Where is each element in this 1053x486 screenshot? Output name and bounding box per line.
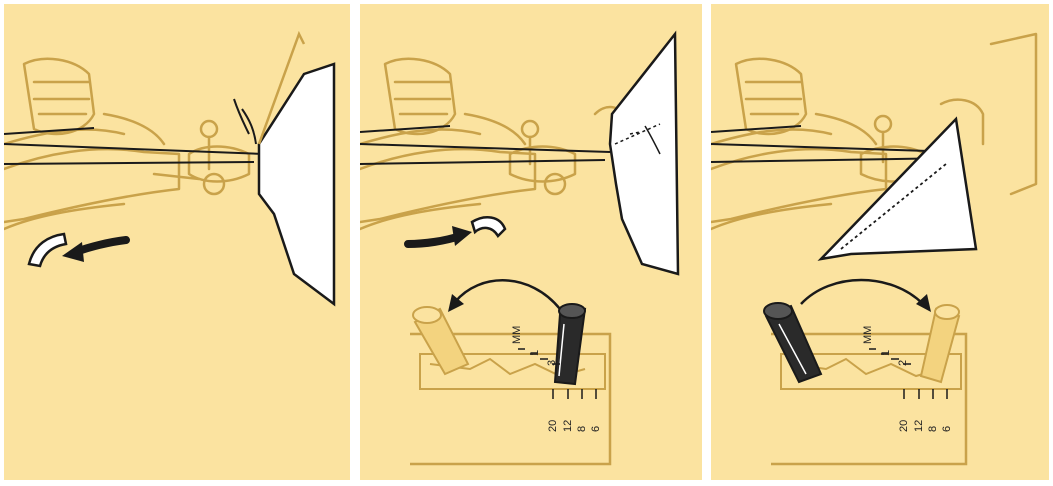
right-arrow-icon xyxy=(408,226,472,246)
divider-1 xyxy=(355,0,358,486)
lower-mark-1: 20 xyxy=(898,420,910,432)
upper-mark-1: 1 xyxy=(880,350,892,356)
machine-body xyxy=(4,59,249,229)
stitch-length-dial: MM 1 3 20 12 8 6 xyxy=(410,280,610,464)
arc-arrow-head xyxy=(916,294,931,312)
lower-scale-ticks xyxy=(553,389,596,399)
panel-3-illustration: MM 1 2 20 12 8 6 xyxy=(711,4,1049,480)
lever-faded xyxy=(413,307,468,374)
lower-mark-3: 8 xyxy=(927,426,939,432)
fabric-piece xyxy=(821,119,976,259)
lever-active xyxy=(764,303,821,382)
lower-scale-ticks xyxy=(904,389,947,399)
upper-mark-1: 1 xyxy=(529,350,541,356)
lower-mark-4: 6 xyxy=(941,426,953,432)
knee-lever xyxy=(472,217,505,236)
panel-1-illustration xyxy=(4,4,350,480)
lever-faded xyxy=(921,305,959,382)
upper-mark-2: 2 xyxy=(897,360,909,366)
left-arrow-icon xyxy=(62,240,126,262)
thread-lines xyxy=(4,99,264,164)
lower-mark-1: 20 xyxy=(547,420,559,432)
arc-arrow-icon xyxy=(455,280,560,309)
panel-step-3: MM 1 2 20 12 8 6 xyxy=(711,4,1049,480)
lever-active xyxy=(555,304,585,384)
panel-2-illustration: MM 1 3 20 12 8 6 xyxy=(360,4,702,480)
lower-mark-3: 8 xyxy=(576,426,588,432)
upper-mark-2: 3 xyxy=(546,360,558,366)
lower-mark-2: 12 xyxy=(562,420,574,432)
unit-label: MM xyxy=(511,326,523,344)
machine-body xyxy=(711,34,1036,229)
arc-arrow-icon xyxy=(801,280,923,304)
knee-lever xyxy=(29,234,66,266)
machine-body xyxy=(360,59,625,229)
fabric-piece xyxy=(610,34,678,274)
lower-mark-4: 6 xyxy=(590,426,602,432)
fabric-piece xyxy=(259,64,334,304)
unit-label: MM xyxy=(862,326,874,344)
stitch-length-dial: MM 1 2 20 12 8 6 xyxy=(764,280,966,464)
lower-mark-2: 12 xyxy=(913,420,925,432)
panel-step-2: MM 1 3 20 12 8 6 xyxy=(360,4,702,480)
panel-step-1 xyxy=(4,4,350,480)
divider-2 xyxy=(706,0,709,486)
